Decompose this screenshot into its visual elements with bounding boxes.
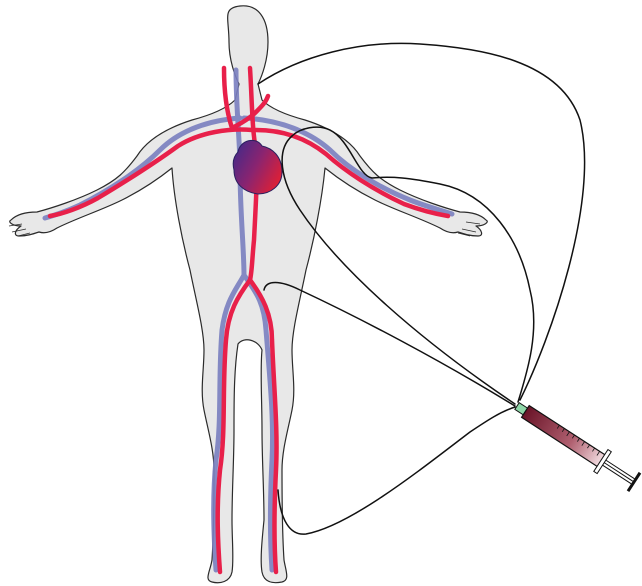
catheter-groin <box>264 283 515 407</box>
syringe-plunger <box>603 460 635 484</box>
catheter-leg <box>278 407 515 534</box>
body-silhouette <box>10 6 488 583</box>
syringe-icon <box>510 395 642 494</box>
catheter-lines <box>258 43 585 534</box>
syringe-barrel <box>522 406 607 468</box>
